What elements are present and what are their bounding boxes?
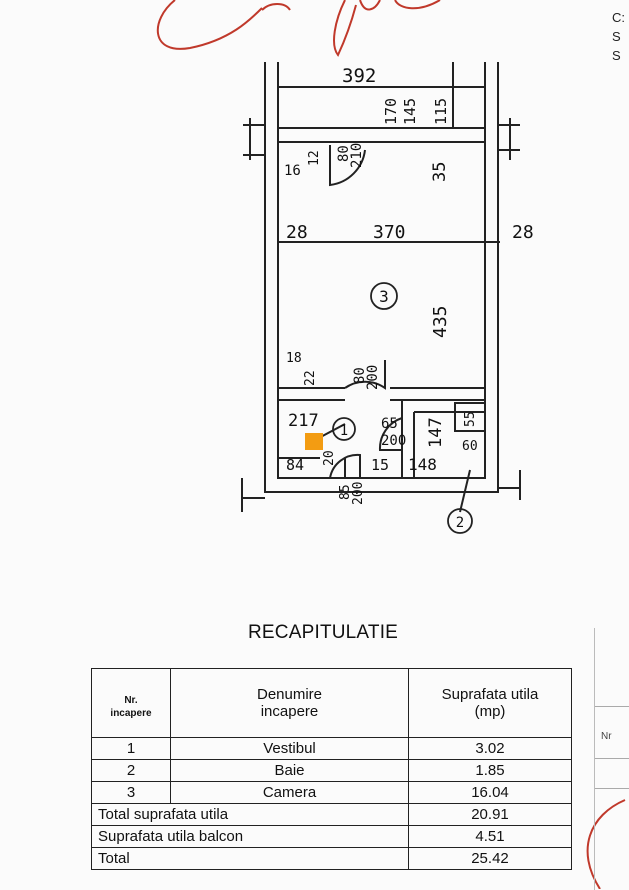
corner-line-3: S xyxy=(612,48,621,63)
table-row: 3 Camera 16.04 xyxy=(91,781,572,804)
total-row: Total 25.42 xyxy=(91,847,572,870)
room-circle-3 xyxy=(370,282,398,310)
wall-stub-bottom xyxy=(241,470,521,512)
header-name-line2: incapere xyxy=(260,703,319,720)
bathroom-wall xyxy=(401,400,485,478)
room-number-3: 3 xyxy=(379,287,389,306)
row-nr: 1 xyxy=(91,737,171,760)
dim-room-height: 435 xyxy=(430,305,451,338)
dim-18: 18 xyxy=(286,351,302,366)
floor-plan: 3 1 2 392 170 145 115 80 210 16 12 35 28… xyxy=(241,62,534,534)
side-nr-label: Nr xyxy=(601,731,612,742)
dim-55: 55 xyxy=(463,411,478,427)
corner-line-1: C: xyxy=(612,10,625,25)
room-circle-2 xyxy=(447,508,473,534)
dim-170: 170 xyxy=(382,98,400,125)
dim-200-mid: 200 xyxy=(365,365,381,390)
total-label: Total xyxy=(91,847,409,870)
dim-200-bath: 200 xyxy=(381,433,406,449)
dim-65: 65 xyxy=(381,416,398,432)
row-area: 16.04 xyxy=(408,781,572,804)
dim-15: 15 xyxy=(371,456,389,474)
header-area-line1: Suprafata utila xyxy=(441,686,539,703)
row-name: Baie xyxy=(170,759,409,782)
dim-217: 217 xyxy=(288,411,319,431)
header-name-line1: Denumire xyxy=(256,686,323,703)
door-swing-bath xyxy=(378,417,403,451)
dim-12: 12 xyxy=(307,150,322,166)
outer-wall xyxy=(264,62,499,493)
header-nr-line2: incapere xyxy=(110,708,152,719)
row-nr: 3 xyxy=(91,781,171,804)
dim-35: 35 xyxy=(430,162,450,182)
corner-text: C: S S xyxy=(612,8,625,65)
dim-room-width: 370 xyxy=(373,222,406,243)
wall-stub-right xyxy=(498,118,520,160)
dim-20: 20 xyxy=(322,450,337,466)
outer-wall-inner xyxy=(277,62,486,479)
dim-top-width: 392 xyxy=(342,65,376,87)
dim-145: 145 xyxy=(401,98,419,125)
table-row: 1 Vestibul 3.02 xyxy=(91,737,572,760)
leader-line xyxy=(459,469,471,513)
dim-80-mid: 80 xyxy=(352,367,368,384)
dim-210: 210 xyxy=(349,143,365,168)
dim-80-top: 80 xyxy=(336,145,352,162)
total-value: 25.42 xyxy=(408,847,572,870)
dim-60: 60 xyxy=(462,439,478,454)
row-name: Vestibul xyxy=(170,737,409,760)
row-area: 3.02 xyxy=(408,737,572,760)
dim-200-entry: 200 xyxy=(351,482,366,505)
header-nr: Nr. incapere xyxy=(91,668,171,738)
dim-84: 84 xyxy=(286,456,304,474)
recap-title: RECAPITULATIE xyxy=(248,622,399,643)
recap-table: Nr. incapere Denumire incapere Suprafata… xyxy=(91,668,572,870)
header-nr-line1: Nr. xyxy=(124,695,138,706)
dim-115: 115 xyxy=(432,98,450,125)
table-header-row: Nr. incapere Denumire incapere Suprafata… xyxy=(91,668,572,738)
bath-fixture xyxy=(454,402,486,432)
total-label: Suprafata utila balcon xyxy=(91,825,409,848)
row-area: 1.85 xyxy=(408,759,572,782)
dim-148: 148 xyxy=(408,455,437,474)
header-area-line2: (mp) xyxy=(474,703,506,720)
vestibule-wall xyxy=(278,457,346,478)
total-value: 20.91 xyxy=(408,803,572,826)
dim-left-wall: 28 xyxy=(286,222,308,243)
wall-stub-left xyxy=(243,118,265,160)
door-swing-top xyxy=(329,145,366,187)
room-circle-1 xyxy=(332,417,356,441)
marker-square xyxy=(305,433,323,450)
dim-16: 16 xyxy=(284,163,301,179)
header-name: Denumire incapere xyxy=(170,668,409,738)
dim-85: 85 xyxy=(338,484,353,500)
dim-right-wall: 28 xyxy=(512,222,534,243)
row-name: Camera xyxy=(170,781,409,804)
row-nr: 2 xyxy=(91,759,171,782)
dim-22: 22 xyxy=(303,370,318,386)
room-number-2: 2 xyxy=(456,515,464,531)
total-value: 4.51 xyxy=(408,825,572,848)
total-row: Total suprafata utila 20.91 xyxy=(91,803,572,826)
table-row: 2 Baie 1.85 xyxy=(91,759,572,782)
door-swing-entry xyxy=(329,453,361,479)
side-table-fragment xyxy=(594,628,629,890)
header-area: Suprafata utila (mp) xyxy=(408,668,572,738)
total-row: Suprafata utila balcon 4.51 xyxy=(91,825,572,848)
corner-line-2: S xyxy=(612,29,621,44)
dim-147: 147 xyxy=(426,417,446,448)
door-swing-mid xyxy=(344,360,386,390)
total-label: Total suprafata utila xyxy=(91,803,409,826)
room-number-1: 1 xyxy=(340,423,348,439)
